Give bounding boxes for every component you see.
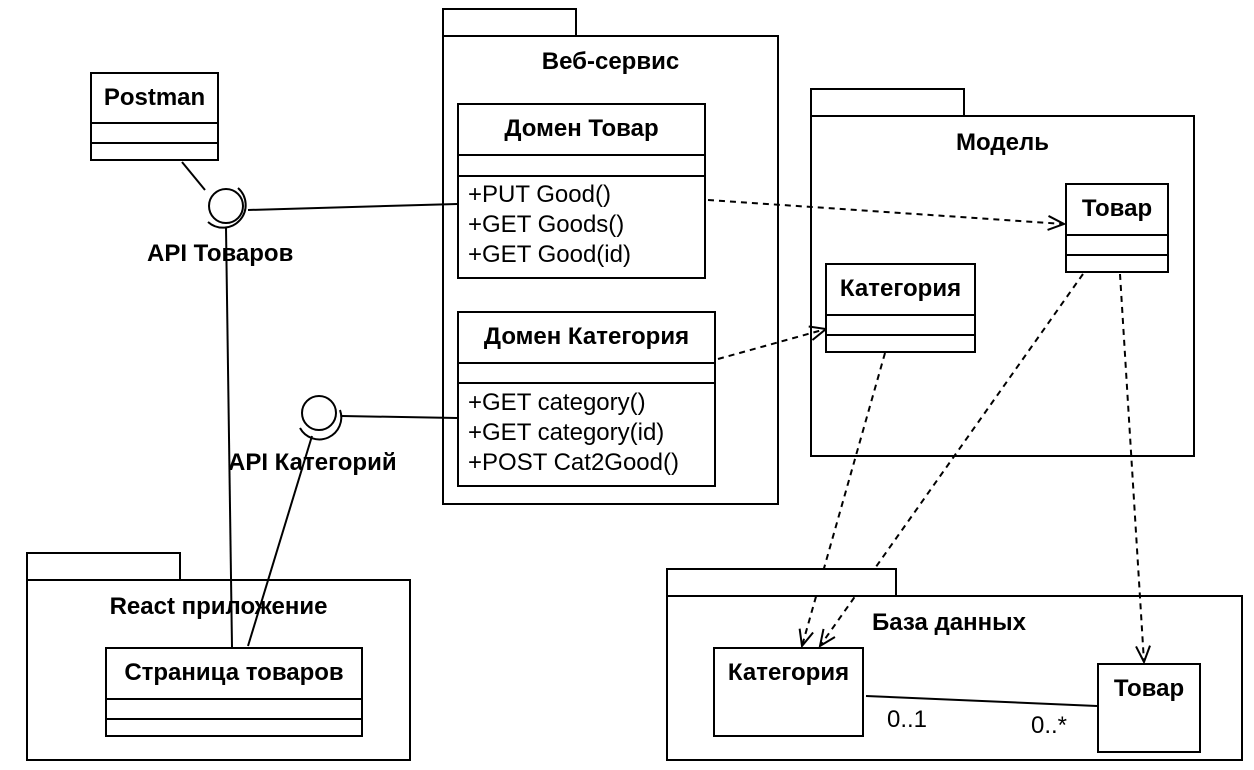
database-package: База данных <box>666 595 1243 761</box>
category-api-label: API Категорий <box>228 449 397 476</box>
goods-api-interface-icon <box>208 188 244 224</box>
domain-good-class-name: Домен Товар <box>504 115 659 142</box>
model-good-class: Товар <box>1065 183 1169 273</box>
goods-api-socket-icon <box>207 187 247 229</box>
model-package-tab <box>810 88 965 117</box>
react-app-package-title: React приложение <box>109 593 328 620</box>
database-package-title: База данных <box>872 609 1026 636</box>
domain-category-class: Домен Категория +GET category() +GET cat… <box>457 311 716 487</box>
divider <box>459 175 704 177</box>
divider <box>459 362 714 364</box>
react-app-package-tab <box>26 552 181 581</box>
postman-to-goods-api-line <box>181 161 206 191</box>
operation: +GET category(id) <box>468 419 665 446</box>
good-multiplicity: 0..* <box>1031 712 1068 739</box>
divider <box>459 154 704 156</box>
database-package-tab <box>666 568 897 597</box>
model-package: Модель <box>810 115 1195 457</box>
category-api-to-domain-category-line <box>341 415 458 419</box>
domain-category-operations: +GET category() +GET category(id) +POST … <box>468 388 679 478</box>
divider <box>1067 234 1167 236</box>
react-app-package: React приложение <box>26 579 411 761</box>
operation: +PUT Good() <box>468 181 611 208</box>
model-good-class-name: Товар <box>1081 195 1153 222</box>
domain-category-class-name: Домен Категория <box>483 323 690 350</box>
web-service-package: Веб-сервис <box>442 35 779 505</box>
domain-good-operations: +PUT Good() +GET Goods() +GET Good(id) <box>468 180 631 270</box>
postman-class: Postman <box>90 72 219 161</box>
divider <box>92 122 217 124</box>
divider <box>1067 254 1167 256</box>
model-category-class-name: Категория <box>839 275 962 302</box>
goods-page-class-name: Страница товаров <box>124 659 344 686</box>
db-category-table: Категория <box>713 647 864 737</box>
domain-good-class: Домен Товар +PUT Good() +GET Goods() +GE… <box>457 103 706 279</box>
category-multiplicity: 0..1 <box>887 706 928 733</box>
divider <box>92 142 217 144</box>
divider <box>827 314 974 316</box>
category-api-socket-icon <box>299 409 343 441</box>
goods-api-label: API Товаров <box>147 240 294 267</box>
divider <box>459 382 714 384</box>
divider <box>107 718 361 720</box>
goods-api-to-domain-good-line <box>247 203 458 211</box>
model-package-title: Модель <box>956 129 1049 156</box>
db-good-table: Товар <box>1097 663 1201 753</box>
postman-class-name: Postman <box>103 84 206 111</box>
operation: +GET category() <box>468 389 646 416</box>
db-good-table-name: Товар <box>1113 675 1185 702</box>
operation: +GET Good(id) <box>468 241 631 268</box>
operation: +GET Goods() <box>468 211 625 238</box>
operation: +POST Cat2Good() <box>468 449 679 476</box>
category-api-interface-icon <box>301 395 337 431</box>
web-service-package-title: Веб-сервис <box>541 48 680 75</box>
web-service-package-tab <box>442 8 577 37</box>
model-category-class: Категория <box>825 263 976 353</box>
goods-page-class: Страница товаров <box>105 647 363 737</box>
db-category-table-name: Категория <box>727 659 850 686</box>
divider <box>827 334 974 336</box>
divider <box>107 698 361 700</box>
